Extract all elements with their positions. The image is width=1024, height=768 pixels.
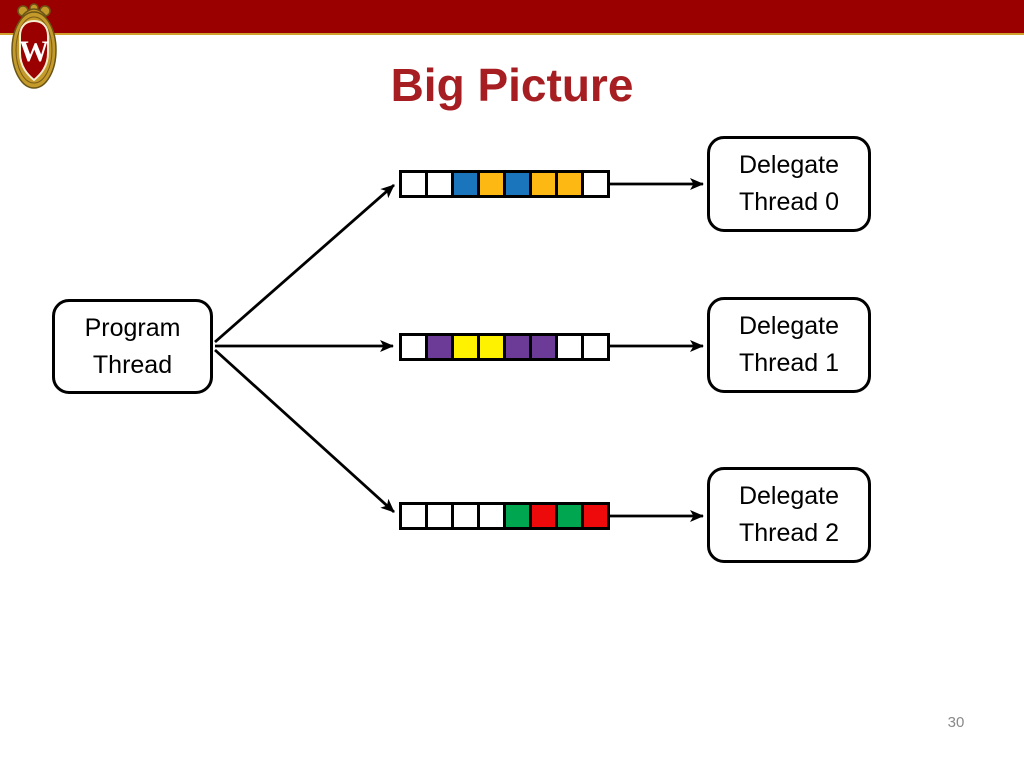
queue-cell-purple <box>532 336 555 358</box>
queue-cell-yellow <box>480 336 503 358</box>
delegate-thread-0-label-line1: Delegate <box>738 151 840 179</box>
logo-letter: W <box>19 35 49 68</box>
delegate-thread-2-box: Delegate Thread 2 <box>707 467 871 563</box>
uw-crest-logo: W <box>11 3 57 89</box>
queue-cell-white <box>402 336 425 358</box>
arrow-program-to-queue-0 <box>214 183 395 344</box>
queue-cell-purple <box>428 336 451 358</box>
queue-cell-blue <box>506 173 529 195</box>
queue-cell-blue <box>454 173 477 195</box>
program-thread-box: Program Thread <box>52 299 213 394</box>
queue-cell-gold <box>532 173 555 195</box>
arrow-program-to-queue-2 <box>214 348 395 514</box>
queue-cell-white <box>584 173 607 195</box>
queue-cell-yellow <box>454 336 477 358</box>
queue-cell-white <box>402 505 425 527</box>
delegate-thread-0-label-line2: Thread 0 <box>738 188 840 216</box>
queue-cell-white <box>428 505 451 527</box>
delegate-thread-1-label-line2: Thread 1 <box>738 349 840 377</box>
queue-cell-green <box>506 505 529 527</box>
program-thread-label-line1: Program <box>84 313 181 342</box>
queue-cell-gold <box>480 173 503 195</box>
queue-cell-green <box>558 505 581 527</box>
delegate-thread-0-box: Delegate Thread 0 <box>707 136 871 232</box>
queue-cell-purple <box>506 336 529 358</box>
delegate-thread-2-label-line2: Thread 2 <box>738 519 840 547</box>
task-queue-1 <box>399 333 610 361</box>
queue-cell-white <box>480 505 503 527</box>
delegate-thread-1-label-line1: Delegate <box>738 312 840 340</box>
slide-title: Big Picture <box>390 59 634 111</box>
queue-cell-white <box>584 336 607 358</box>
queue-cell-white <box>428 173 451 195</box>
task-queue-0 <box>399 170 610 198</box>
queue-cell-red <box>532 505 555 527</box>
queue-cell-gold <box>558 173 581 195</box>
page-number: 30 <box>947 714 965 731</box>
delegate-thread-2-label-line1: Delegate <box>738 482 840 510</box>
program-thread-label-line2: Thread <box>92 350 173 379</box>
queue-cell-white <box>402 173 425 195</box>
delegate-thread-1-box: Delegate Thread 1 <box>707 297 871 393</box>
header-bar <box>0 0 1024 33</box>
queue-cell-white <box>558 336 581 358</box>
queue-cell-red <box>584 505 607 527</box>
logo-shield <box>19 19 49 82</box>
queue-cell-white <box>454 505 477 527</box>
header-accent-line <box>0 33 1024 35</box>
task-queue-2 <box>399 502 610 530</box>
